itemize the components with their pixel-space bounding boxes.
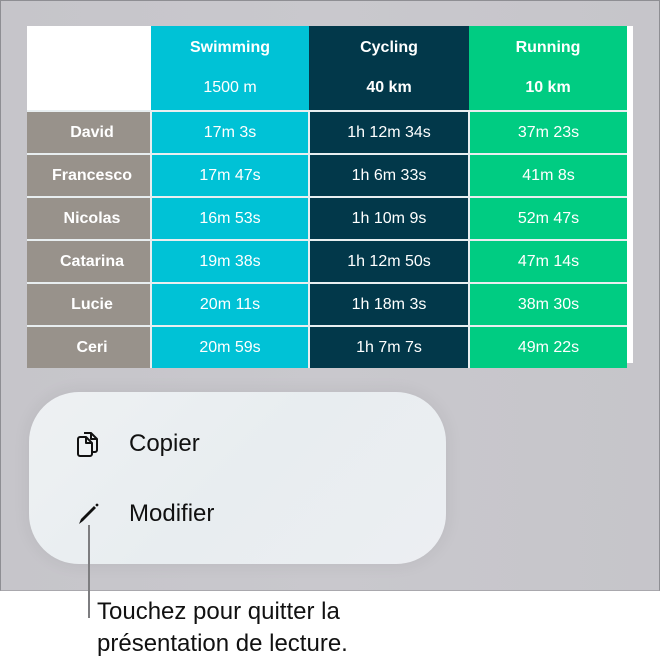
callout-line-2: présentation de lecture.	[97, 630, 348, 657]
running-time-cell[interactable]: 41m 8s	[469, 153, 627, 197]
column-title: Cycling	[360, 39, 418, 56]
running-time-cell[interactable]: 52m 47s	[469, 196, 627, 240]
column-distance: 1500 m	[203, 79, 257, 96]
table-row: Lucie 20m 11s 1h 18m 3s 38m 30s	[27, 282, 627, 326]
table-row: Ceri 20m 59s 1h 7m 7s 49m 22s	[27, 325, 627, 368]
header-swimming[interactable]: Swimming 1500 m	[151, 26, 309, 111]
cycling-time-cell[interactable]: 1h 7m 7s	[308, 325, 470, 368]
table-row: David 17m 3s 1h 12m 34s 37m 23s	[27, 110, 627, 154]
athlete-name-cell[interactable]: Francesco	[27, 153, 151, 197]
menu-item-label: Copier	[129, 430, 200, 457]
triathlon-table: Swimming 1500 m Cycling 40 km Running 10…	[27, 26, 633, 368]
menu-item-label: Modifier	[129, 500, 215, 527]
callout-text: Touchez pour quitter la présentation de …	[97, 596, 497, 660]
cycling-time-cell[interactable]: 1h 12m 34s	[308, 110, 470, 154]
header-running[interactable]: Running 10 km	[469, 26, 627, 111]
copy-icon	[73, 429, 103, 459]
table-row: Nicolas 16m 53s 1h 10m 9s 52m 47s	[27, 196, 627, 240]
table-row: Catarina 19m 38s 1h 12m 50s 47m 14s	[27, 239, 627, 283]
running-time-cell[interactable]: 38m 30s	[469, 282, 627, 326]
header-row: Swimming 1500 m Cycling 40 km Running 10…	[27, 26, 627, 111]
column-distance: 40 km	[366, 79, 412, 96]
callout-line-1: Touchez pour quitter la	[97, 598, 340, 625]
swimming-time-cell[interactable]: 17m 3s	[150, 110, 309, 154]
column-title: Running	[515, 39, 581, 56]
athlete-name-cell[interactable]: David	[27, 110, 151, 154]
header-cycling[interactable]: Cycling 40 km	[309, 26, 469, 111]
cycling-time-cell[interactable]: 1h 18m 3s	[308, 282, 470, 326]
column-title: Swimming	[189, 39, 270, 56]
cycling-time-cell[interactable]: 1h 6m 33s	[308, 153, 470, 197]
running-time-cell[interactable]: 49m 22s	[469, 325, 627, 368]
menu-item-edit[interactable]: Modifier	[29, 484, 446, 544]
menu-item-copy[interactable]: Copier	[29, 414, 446, 474]
pencil-icon	[73, 499, 103, 529]
swimming-time-cell[interactable]: 16m 53s	[150, 196, 309, 240]
device-screen: Swimming 1500 m Cycling 40 km Running 10…	[0, 0, 660, 591]
header-corner-cell[interactable]	[27, 26, 151, 111]
table-row: Francesco 17m 47s 1h 6m 33s 41m 8s	[27, 153, 627, 197]
swimming-time-cell[interactable]: 17m 47s	[150, 153, 309, 197]
cycling-time-cell[interactable]: 1h 10m 9s	[308, 196, 470, 240]
callout-leader-line	[88, 525, 90, 618]
athlete-name-cell[interactable]: Nicolas	[27, 196, 151, 240]
swimming-time-cell[interactable]: 19m 38s	[150, 239, 309, 283]
column-distance: 10 km	[525, 79, 571, 96]
context-menu: Copier Modifier	[29, 392, 446, 564]
results-table: Swimming 1500 m Cycling 40 km Running 10…	[27, 26, 627, 368]
athlete-name-cell[interactable]: Catarina	[27, 239, 151, 283]
swimming-time-cell[interactable]: 20m 59s	[150, 325, 309, 368]
swimming-time-cell[interactable]: 20m 11s	[150, 282, 309, 326]
running-time-cell[interactable]: 47m 14s	[469, 239, 627, 283]
cycling-time-cell[interactable]: 1h 12m 50s	[308, 239, 470, 283]
athlete-name-cell[interactable]: Lucie	[27, 282, 151, 326]
athlete-name-cell[interactable]: Ceri	[27, 325, 151, 368]
running-time-cell[interactable]: 37m 23s	[469, 110, 627, 154]
